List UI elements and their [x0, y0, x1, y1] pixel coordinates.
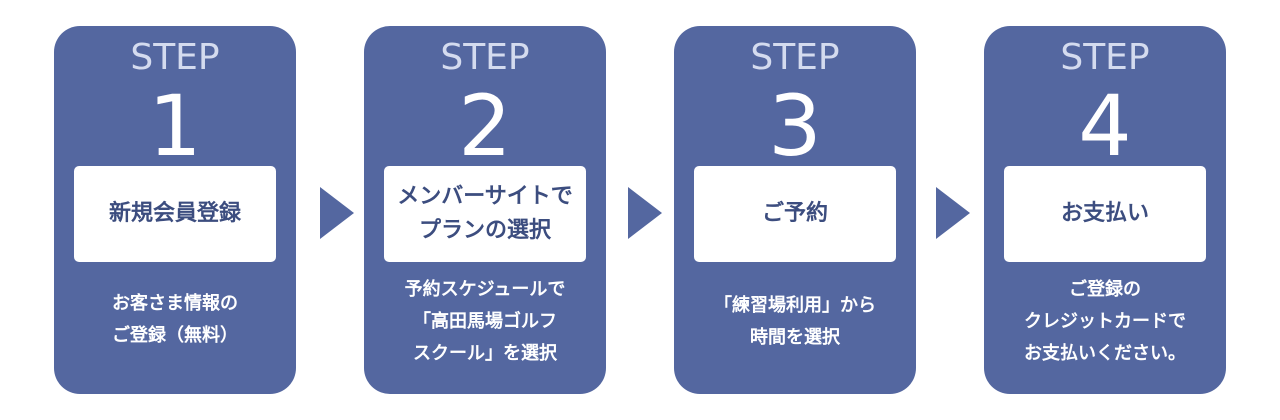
arrow-right-icon: [628, 187, 662, 239]
step-title-box: ご予約: [694, 166, 896, 262]
step-description: お客さま情報の ご登録（無料）: [112, 293, 238, 346]
step-description: ご登録の クレジットカードで お支払いください。: [1024, 279, 1186, 364]
step-description: 予約スケジュールで 「高田馬場ゴルフ スクール」を選択: [404, 279, 566, 364]
step-title-box: メンバーサイトで プランの選択: [384, 166, 586, 262]
step-title: ご予約: [761, 201, 828, 226]
step-title-box: 新規会員登録: [74, 166, 276, 262]
step-number: 3: [768, 77, 822, 175]
arrow-right-icon: [320, 187, 354, 239]
step-number: 2: [458, 77, 512, 175]
step-label: STEP: [1060, 37, 1150, 78]
step-number: 4: [1078, 77, 1132, 175]
step-title: メンバーサイトで プランの選択: [397, 184, 573, 243]
step-title: 新規会員登録: [108, 201, 241, 226]
step-card-1: STEP 1 新規会員登録 お客さま情報の ご登録（無料）: [54, 26, 296, 394]
arrow-right-icon: [936, 187, 970, 239]
step-label: STEP: [440, 37, 530, 78]
step-number: 1: [148, 77, 202, 175]
step-card-2: STEP 2 メンバーサイトで プランの選択 予約スケジュールで 「高田馬場ゴル…: [364, 26, 606, 394]
step-description: 「練習場利用」から 時間を選択: [714, 295, 876, 348]
step-title: お支払い: [1060, 201, 1149, 226]
step-card-3: STEP 3 ご予約 「練習場利用」から 時間を選択: [674, 26, 916, 394]
step-card-4: STEP 4 お支払い ご登録の クレジットカードで お支払いください。: [984, 26, 1226, 394]
step-label: STEP: [130, 37, 220, 78]
step-title-box: お支払い: [1004, 166, 1206, 262]
step-label: STEP: [750, 37, 840, 78]
